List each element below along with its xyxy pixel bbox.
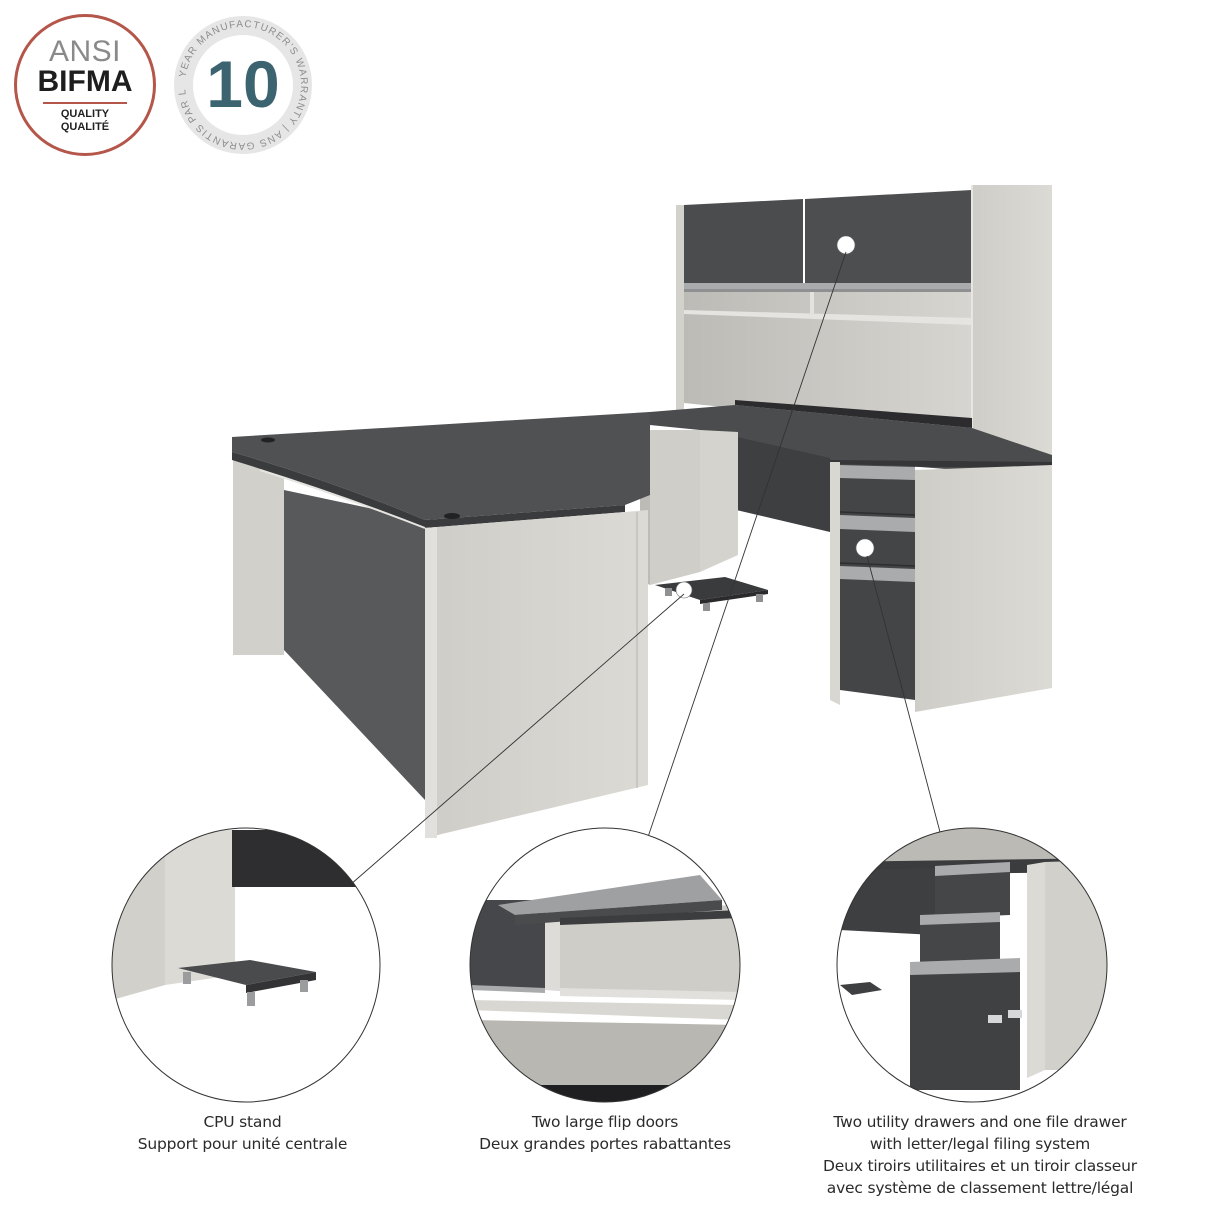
detail-drawers [837, 828, 1107, 1102]
quality-text: QUALITY [60, 108, 110, 120]
flip-door-right [805, 190, 972, 285]
marker-drawers [855, 538, 875, 558]
caption-drawers-en-1: Two utility drawers and one file drawer [833, 1113, 1127, 1131]
caption-cpu-stand: CPU stand Support pour unité centrale [110, 1111, 375, 1155]
ansi-bifma-badge: ANSI BIFMA QUALITY QUALITÉ [14, 14, 156, 156]
callout-markers [349, 235, 941, 886]
caption-flip-doors-fr: Deux grandes portes rabattantes [479, 1135, 731, 1153]
caption-flip-doors: Two large flip doors Deux grandes portes… [455, 1111, 755, 1155]
cpu-stand [655, 577, 768, 611]
detail-ring-1 [111, 827, 381, 1103]
qualite-text: QUALITÉ [60, 121, 110, 133]
right-return [650, 405, 1052, 712]
flip-door-left [684, 199, 803, 285]
hutch [676, 185, 1052, 460]
ansi-text: ANSI [48, 35, 122, 68]
caption-drawers-fr-2: avec système de classement lettre/légal [826, 1179, 1134, 1197]
warranty-badge: YEAR MANUFACTURER'S WARRANTY | ANS GARAN… [168, 6, 314, 156]
badge-divider [43, 102, 127, 104]
detail-ring-3 [836, 827, 1108, 1103]
caption-drawers: Two utility drawers and one file drawer … [790, 1111, 1170, 1199]
marker-flip-doors [836, 235, 856, 255]
caption-drawers-en-2: with letter/legal filing system [869, 1135, 1091, 1153]
caption-cpu-stand-en: CPU stand [203, 1113, 282, 1131]
warranty-seal-icon: YEAR MANUFACTURER'S WARRANTY | ANS GARAN… [168, 6, 312, 154]
caption-drawers-fr-1: Deux tiroirs utilitaires et un tiroir cl… [823, 1157, 1137, 1175]
main-desk [232, 412, 650, 838]
warranty-years: 10 [206, 47, 279, 121]
detail-ring-2 [469, 827, 741, 1103]
detail-flip-doors [470, 828, 740, 1102]
marker-cpu-stand [675, 581, 693, 599]
caption-cpu-stand-fr: Support pour unité centrale [137, 1135, 348, 1153]
caption-flip-doors-en: Two large flip doors [531, 1113, 679, 1131]
bifma-text: BIFMA [37, 65, 133, 98]
detail-cpu-stand [112, 828, 380, 1102]
